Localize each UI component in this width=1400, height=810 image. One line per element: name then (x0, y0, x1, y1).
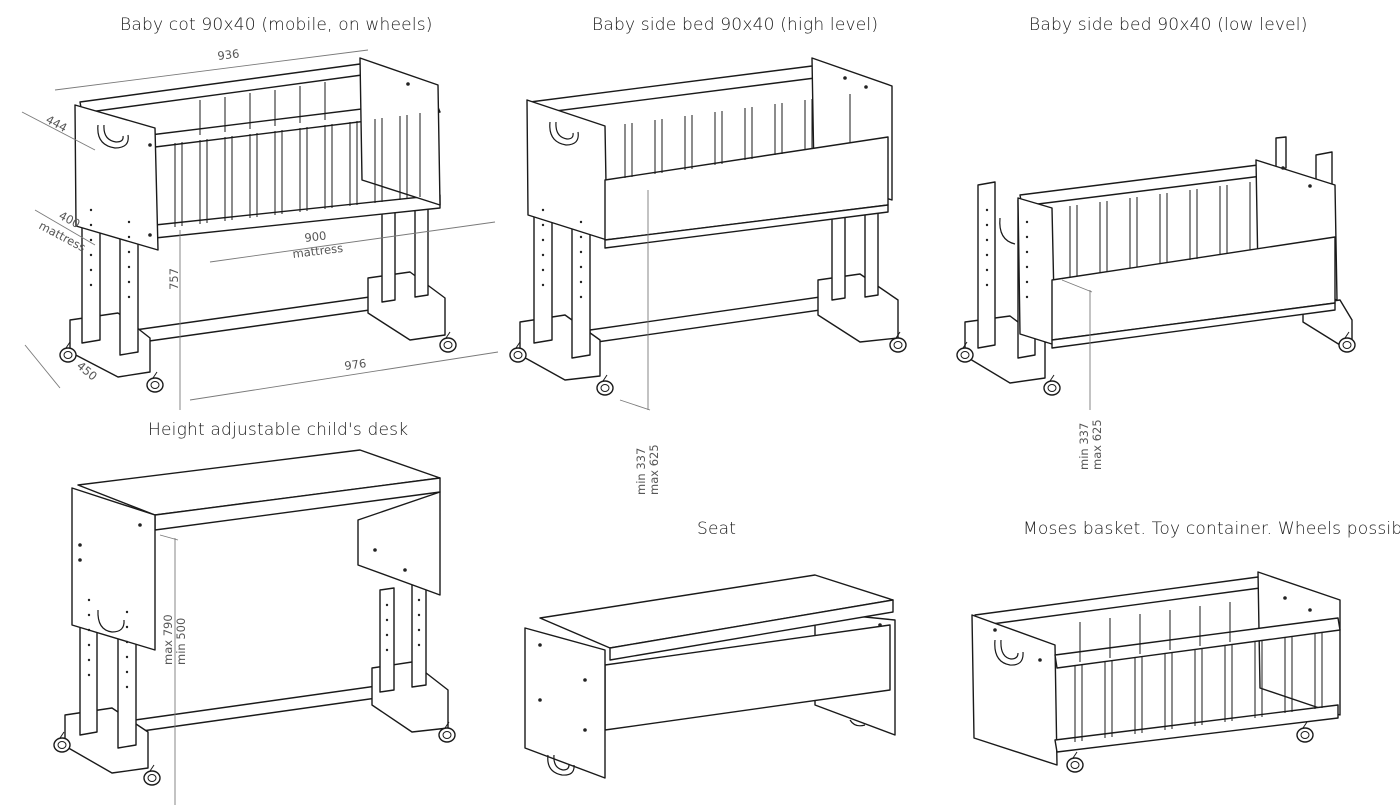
side-bed-low-drawing: min 337 max 625 (956, 136, 1356, 470)
seat-drawing (524, 574, 896, 779)
side-bed-high-drawing: min 337 max 625 (509, 57, 907, 495)
side-high-max: max 625 (647, 444, 661, 495)
dim-900: 900 (304, 228, 327, 245)
dim-900-label: mattress (292, 241, 344, 261)
side-low-max: max 625 (1090, 419, 1104, 470)
side-bed-low-title: Baby side bed 90x40 (low level) (1029, 15, 1308, 35)
seat-title: Seat (697, 519, 737, 539)
dim-936: 936 (217, 46, 240, 63)
basket-title: Moses basket. Toy container. Wheels poss… (1023, 519, 1400, 539)
side-high-min: min 337 (634, 448, 648, 495)
dim-444: 444 (44, 112, 70, 135)
desk-min: min 500 (174, 618, 188, 665)
cot-title: Baby cot 90x40 (mobile, on wheels) (120, 15, 433, 35)
desk-max: max 790 (161, 614, 175, 665)
side-bed-high-title: Baby side bed 90x40 (high level) (592, 15, 879, 35)
desk-drawing: max 790 min 500 (53, 449, 456, 805)
basket-drawing (971, 571, 1341, 773)
cot-drawing: 936 444 400 mattress 900 mattress 757 45… (21, 46, 499, 410)
side-low-min: min 337 (1077, 423, 1091, 470)
dim-976: 976 (343, 356, 367, 373)
desk-title: Height adjustable child's desk (148, 420, 409, 440)
dim-757: 757 (167, 268, 181, 290)
